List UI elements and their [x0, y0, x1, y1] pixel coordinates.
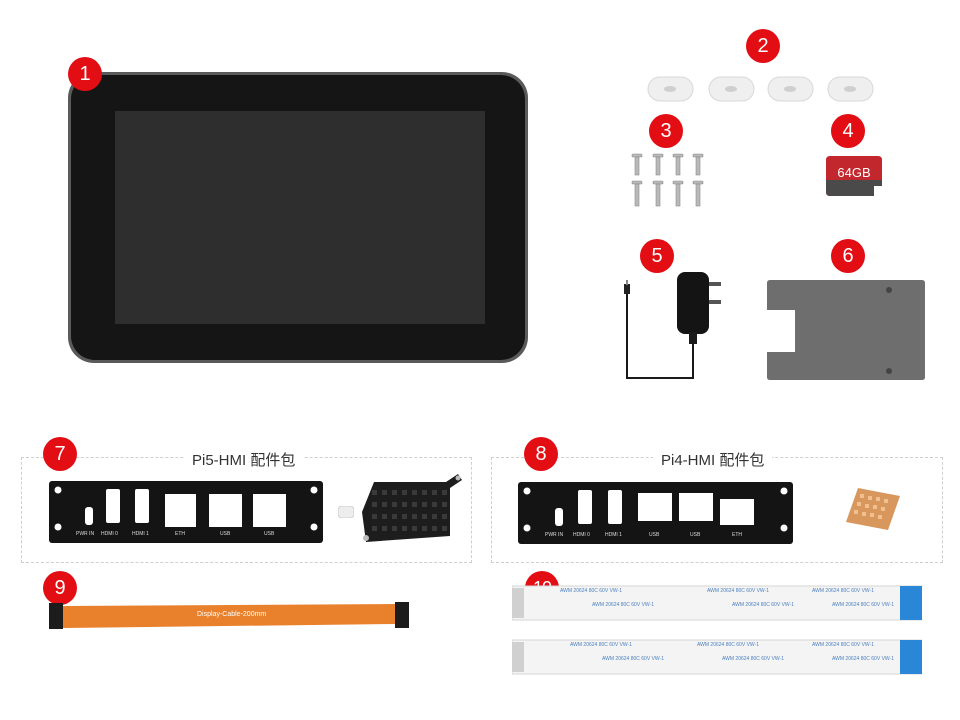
fpc-cable-2-label: AWM 20624 80C 60V VW-1 [570, 642, 632, 648]
display-cable-product: Display-Cable-200mm [49, 600, 411, 632]
fpc-cable-2-label-d: AWM 20624 80C 60V VW-1 [602, 656, 664, 662]
fpc-cable-1-label: AWM 20624 80C 60V VW-1 [560, 588, 622, 594]
pi5-port-label-hdmi1: HDMI 1 [132, 531, 149, 537]
pi5-io-bracket: PWR IN HDMI 0 HDMI 1 ETH USB USB [49, 481, 323, 543]
fpc-cable-1-label-f: AWM 20624 80C 60V VW-1 [832, 602, 894, 608]
pi4-port-label-eth: ETH [732, 532, 742, 538]
pi5-thermal-pad [337, 505, 355, 519]
pi4-port-label-pwr: PWR IN [545, 532, 564, 538]
fpc-cable-1-label-b: AWM 20624 80C 60V VW-1 [707, 588, 769, 594]
fpc-cable-1-label-c: AWM 20624 80C 60V VW-1 [812, 588, 874, 594]
fpc-cable-2-label-c: AWM 20624 80C 60V VW-1 [812, 642, 874, 648]
screen-panel [115, 111, 485, 324]
fpc-cable-2-label-b: AWM 20624 80C 60V VW-1 [697, 642, 759, 648]
fpc-cable-2-label-e: AWM 20624 80C 60V VW-1 [722, 656, 784, 662]
display-cable-label: Display-Cable-200mm [197, 611, 267, 618]
pi4-port-label-hdmi1: HDMI 1 [605, 532, 622, 538]
spacers-product [646, 74, 876, 104]
pi4-copper-heatsink [844, 486, 902, 532]
sd-card-product: 64GB [826, 156, 882, 196]
pi5-port-label-usb1: USB [220, 531, 231, 537]
fpc-cable-2-label-f: AWM 20624 80C 60V VW-1 [832, 656, 894, 662]
item-badge-8: 8 [524, 437, 558, 471]
pi5-port-label-pwr: PWR IN [76, 531, 95, 537]
fpc-cable-1-label-e: AWM 20624 80C 60V VW-1 [732, 602, 794, 608]
pi4-port-label-hdmi0: HDMI 0 [573, 532, 590, 538]
pi5-port-label-hdmi0: HDMI 0 [101, 531, 118, 537]
pi4-io-bracket: PWR IN HDMI 0 HDMI 1 USB USB ETH [518, 482, 793, 544]
pi5-port-label-usb2: USB [264, 531, 275, 537]
pi4-port-label-usb2: USB [690, 532, 701, 538]
item-badge-1: 1 [68, 57, 102, 91]
item-badge-5: 5 [640, 239, 674, 273]
item-badge-6: 6 [831, 239, 865, 273]
fpc-cable-2: AWM 20624 80C 60V VW-1 AWM 20624 80C 60V… [512, 638, 922, 676]
pi4-kit-title: Pi4-HMI 配件包 [653, 449, 773, 470]
pi5-kit-title: Pi5-HMI 配件包 [184, 449, 304, 470]
pi4-port-label-usb1: USB [649, 532, 660, 538]
display-product [67, 71, 529, 364]
fpc-cable-1-label-d: AWM 20624 80C 60V VW-1 [592, 602, 654, 608]
pi5-heatsink [358, 472, 464, 546]
item-badge-9: 9 [43, 571, 77, 605]
item-badge-4: 4 [831, 114, 865, 148]
sd-card-capacity: 64GB [837, 165, 871, 180]
fpc-cable-1: AWM 20624 80C 60V VW-1 AWM 20624 80C 60V… [512, 584, 922, 622]
item-badge-3: 3 [649, 114, 683, 148]
screws-product [626, 150, 706, 212]
item-badge-7: 7 [43, 437, 77, 471]
power-adapter-product [615, 270, 727, 384]
back-cover-product [767, 280, 925, 380]
item-badge-2: 2 [746, 29, 780, 63]
pi5-port-label-eth: ETH [175, 531, 185, 537]
